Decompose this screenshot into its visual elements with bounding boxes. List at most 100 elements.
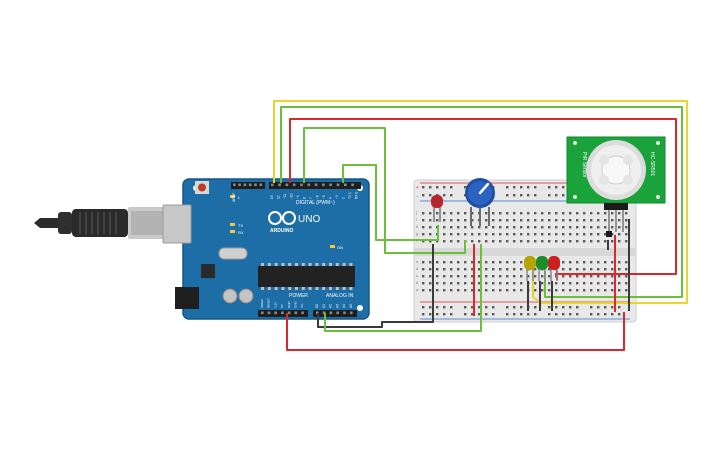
breadboard-hole[interactable] [471,289,474,292]
breadboard-hole[interactable] [583,226,586,229]
header-pin[interactable] [300,183,303,187]
breadboard-hole[interactable] [541,233,544,236]
breadboard-hole[interactable] [611,282,614,285]
breadboard-hole[interactable] [436,212,439,215]
breadboard-hole[interactable] [506,282,509,285]
header-pin[interactable] [322,311,326,315]
breadboard-hole[interactable] [597,289,600,292]
header-pin[interactable] [285,183,289,187]
breadboard-hole[interactable] [625,240,628,243]
breadboard-hole[interactable] [562,268,565,271]
breadboard-hole[interactable] [450,226,453,229]
breadboard-hole[interactable] [576,275,579,278]
breadboard-hole[interactable] [583,261,586,264]
breadboard-hole[interactable] [590,261,593,264]
breadboard-rail-hole[interactable] [590,306,593,309]
breadboard-hole[interactable] [583,240,586,243]
breadboard-rail-hole[interactable] [604,306,607,309]
breadboard-rail-hole[interactable] [520,186,523,189]
breadboard-hole[interactable] [604,282,607,285]
breadboard-hole[interactable] [583,289,586,292]
breadboard-rail-hole[interactable] [422,313,425,316]
breadboard-hole[interactable] [625,275,628,278]
breadboard-hole[interactable] [436,261,439,264]
breadboard-rail-hole[interactable] [569,313,572,316]
indicator-led[interactable] [431,195,443,222]
breadboard-hole[interactable] [618,212,621,215]
breadboard-hole[interactable] [457,289,460,292]
breadboard-rail-hole[interactable] [429,194,432,197]
breadboard-hole[interactable] [457,212,460,215]
breadboard-hole[interactable] [499,268,502,271]
breadboard-hole[interactable] [590,275,593,278]
breadboard-hole[interactable] [478,261,481,264]
breadboard-hole[interactable] [625,268,628,271]
breadboard-hole[interactable] [604,233,607,236]
breadboard-hole[interactable] [443,226,446,229]
breadboard-hole[interactable] [576,240,579,243]
breadboard-hole[interactable] [464,219,467,222]
breadboard-hole[interactable] [562,233,565,236]
breadboard-rail-hole[interactable] [569,306,572,309]
breadboard-hole[interactable] [625,282,628,285]
breadboard-hole[interactable] [576,233,579,236]
breadboard-hole[interactable] [541,240,544,243]
breadboard-hole[interactable] [506,233,509,236]
breadboard-hole[interactable] [611,233,614,236]
breadboard-hole[interactable] [506,289,509,292]
breadboard-hole[interactable] [457,233,460,236]
breadboard-hole[interactable] [492,212,495,215]
breadboard-rail-hole[interactable] [527,194,530,197]
breadboard-hole[interactable] [611,289,614,292]
breadboard-hole[interactable] [499,212,502,215]
breadboard-rail-hole[interactable] [618,306,621,309]
breadboard-hole[interactable] [485,289,488,292]
breadboard-rail-hole[interactable] [464,186,467,189]
breadboard-hole[interactable] [625,212,628,215]
breadboard-hole[interactable] [597,226,600,229]
breadboard-hole[interactable] [443,268,446,271]
breadboard-hole[interactable] [562,289,565,292]
breadboard-hole[interactable] [534,268,537,271]
breadboard-hole[interactable] [604,226,607,229]
breadboard-hole[interactable] [625,233,628,236]
breadboard-hole[interactable] [520,233,523,236]
breadboard-hole[interactable] [436,289,439,292]
breadboard-hole[interactable] [527,275,530,278]
breadboard-hole[interactable] [422,226,425,229]
breadboard-hole[interactable] [520,240,523,243]
header-pin[interactable] [301,311,304,315]
breadboard-hole[interactable] [478,233,481,236]
breadboard-rail-hole[interactable] [576,306,579,309]
breadboard-hole[interactable] [520,268,523,271]
breadboard-hole[interactable] [520,282,523,285]
breadboard-hole[interactable] [555,282,558,285]
breadboard-rail-hole[interactable] [534,194,537,197]
breadboard-hole[interactable] [611,219,614,222]
header-pin[interactable] [243,183,247,187]
breadboard-rail-hole[interactable] [534,306,537,309]
breadboard-hole[interactable] [569,226,572,229]
breadboard-rail-hole[interactable] [492,313,495,316]
breadboard-hole[interactable] [422,275,425,278]
breadboard-rail-hole[interactable] [520,313,523,316]
breadboard-hole[interactable] [513,212,516,215]
breadboard-hole[interactable] [548,282,551,285]
breadboard-hole[interactable] [429,289,432,292]
breadboard-hole[interactable] [464,282,467,285]
header-pin[interactable] [292,183,296,187]
breadboard-hole[interactable] [562,282,565,285]
breadboard-hole[interactable] [485,226,488,229]
breadboard-rail-hole[interactable] [548,306,551,309]
breadboard-hole[interactable] [492,268,495,271]
breadboard-hole[interactable] [429,240,432,243]
breadboard-hole[interactable] [457,268,460,271]
header-pin[interactable] [329,311,333,315]
breadboard-hole[interactable] [513,282,516,285]
breadboard-hole[interactable] [464,268,467,271]
breadboard-hole[interactable] [513,226,516,229]
breadboard-hole[interactable] [576,289,579,292]
breadboard-hole[interactable] [534,282,537,285]
breadboard-hole[interactable] [506,261,509,264]
breadboard-hole[interactable] [555,240,558,243]
